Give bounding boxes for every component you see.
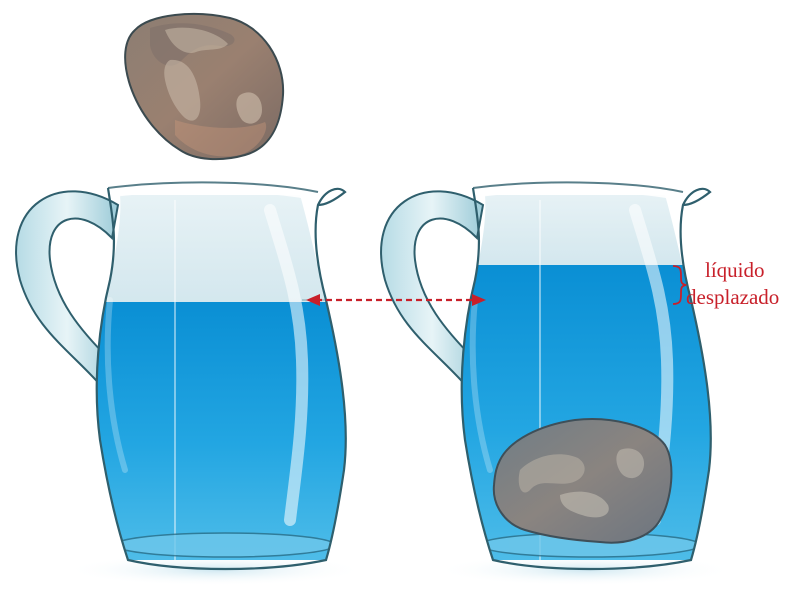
rock-icon: [125, 14, 283, 159]
right-air-space: [455, 185, 725, 267]
left-pitcher: [16, 182, 360, 569]
displaced-liquid-label-line2: desplazado: [686, 285, 779, 309]
left-water: [90, 302, 360, 562]
right-pitcher: [381, 182, 725, 569]
displaced-liquid-label-line1: líquido: [705, 258, 765, 282]
